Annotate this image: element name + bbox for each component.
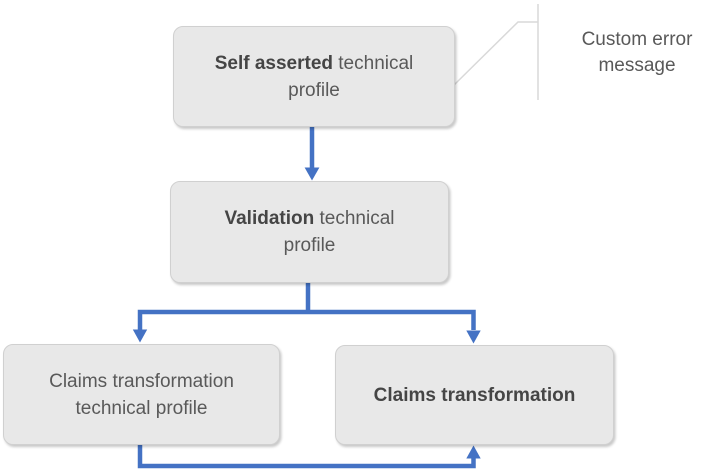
node-label-text: technical — [333, 52, 414, 74]
node-label-line: Claims transformation — [49, 368, 234, 395]
node-label-line: Self asserted technical — [215, 50, 414, 77]
callout-pointer-line — [452, 21, 538, 87]
node-claims-transformation-technical-profile: Claims transformation technical profile — [3, 344, 280, 445]
node-claims-transformation: Claims transformation — [335, 345, 614, 445]
node-label-text: Claims transformation — [49, 370, 234, 392]
node-label-text: technical — [314, 208, 395, 229]
node-label-bold: Validation — [224, 208, 315, 229]
node-label-line: Claims transformation — [374, 382, 576, 409]
node-label-bold: Claims transformation — [373, 384, 576, 406]
node-label-line: technical profile — [75, 395, 207, 422]
arrowhead-up-into-claims-transformation-icon — [466, 445, 481, 459]
arrowhead-into-validation-icon — [304, 167, 320, 181]
node-validation-technical-profile: Validation technical profile — [170, 181, 449, 283]
node-label-text: technical profile — [75, 397, 208, 419]
arrowhead-into-claims-transformation-icon — [466, 330, 481, 344]
arrowhead-into-claims-tp-icon — [132, 329, 148, 343]
node-label-bold: Self asserted — [214, 52, 333, 74]
callout-custom-error-message: Custom error message — [581, 29, 693, 76]
node-label-line: profile — [288, 77, 340, 104]
connector-branch-bar — [137, 309, 476, 330]
node-label-line: profile — [284, 232, 336, 259]
connector-claims-tp-to-claims-transformation — [137, 443, 476, 469]
node-label-text: profile — [283, 235, 336, 256]
node-label-text: profile — [288, 79, 340, 101]
node-label-line: Validation technical — [224, 205, 394, 232]
node-self-asserted-technical-profile: Self asserted technical profile — [173, 26, 455, 127]
